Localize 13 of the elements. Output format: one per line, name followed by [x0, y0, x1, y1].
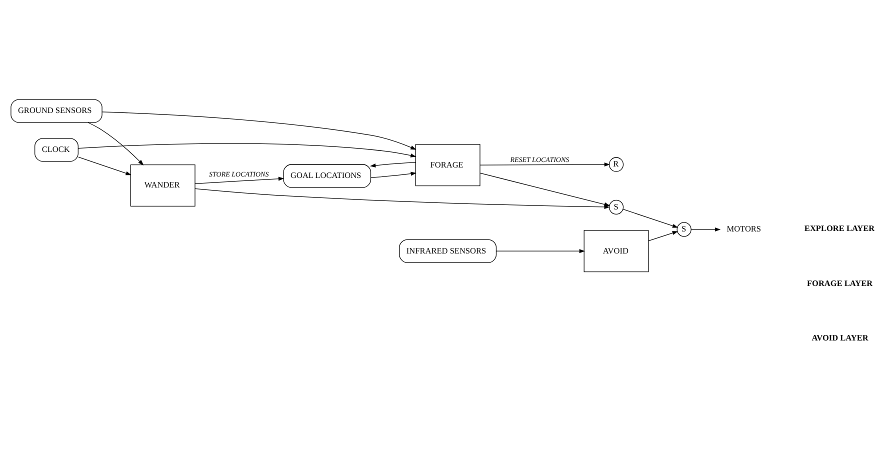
arrow — [480, 162, 610, 167]
arrow — [78, 156, 132, 176]
arrow — [78, 143, 416, 158]
arrow — [690, 227, 721, 232]
arrow — [496, 249, 586, 254]
arrow — [480, 172, 610, 206]
arrow — [88, 122, 144, 166]
arrow — [194, 176, 284, 184]
arrow — [648, 231, 678, 242]
arrow — [370, 172, 417, 178]
arrow — [370, 162, 416, 168]
arrow — [622, 208, 678, 228]
arrow — [102, 112, 416, 150]
